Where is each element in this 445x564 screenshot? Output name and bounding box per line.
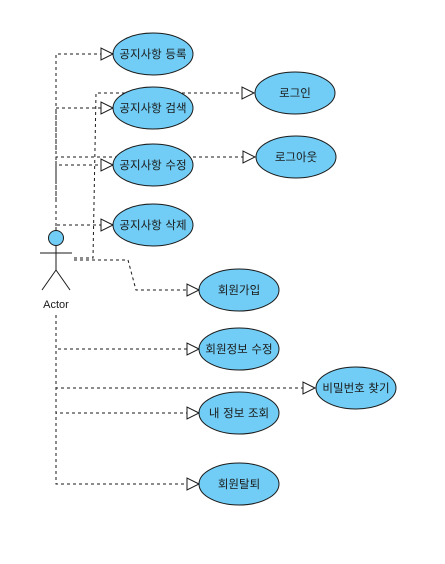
use-case-my-info[interactable]: 내 정보 조회 bbox=[198, 391, 280, 435]
actor-head bbox=[48, 230, 64, 246]
actor[interactable]: Actor bbox=[40, 230, 72, 312]
use-case-label: 회원정보 수정 bbox=[205, 342, 272, 356]
use-case-signup[interactable]: 회원가입 bbox=[198, 268, 280, 312]
use-case-withdraw[interactable]: 회원탈퇴 bbox=[198, 462, 280, 506]
actor-body bbox=[40, 245, 72, 291]
edge-to-withdraw bbox=[55, 315, 201, 491]
use-case-notice-search[interactable]: 공지사항 검색 bbox=[112, 86, 194, 130]
edges-group bbox=[55, 47, 317, 491]
use-case-logout[interactable]: 로그아웃 bbox=[255, 135, 337, 179]
use-case-member-edit[interactable]: 회원정보 수정 bbox=[198, 327, 280, 371]
edge-to-notice-register bbox=[55, 47, 115, 238]
use-case-label: 회원탈퇴 bbox=[218, 477, 260, 491]
edge-to-login bbox=[74, 86, 256, 259]
edge-to-my-info bbox=[55, 315, 201, 420]
use-case-label: 공지사항 등록 bbox=[119, 47, 186, 61]
use-case-login[interactable]: 로그인 bbox=[254, 71, 336, 115]
use-case-label: 공지사항 삭제 bbox=[119, 218, 186, 232]
use-case-label: 로그인 bbox=[279, 86, 311, 100]
use-case-label: 공지사항 수정 bbox=[119, 158, 186, 172]
use-case-notice-edit[interactable]: 공지사항 수정 bbox=[112, 143, 194, 187]
use-case-notice-delete[interactable]: 공지사항 삭제 bbox=[112, 203, 194, 247]
use-case-label: 내 정보 조회 bbox=[209, 406, 269, 420]
use-case-find-password[interactable]: 비밀번호 찾기 bbox=[315, 366, 397, 410]
use-case-label: 로그아웃 bbox=[275, 150, 317, 164]
use-case-label: 비밀번호 찾기 bbox=[322, 381, 389, 395]
edge-to-signup bbox=[74, 259, 201, 297]
edge-to-logout bbox=[55, 150, 257, 200]
use-case-label: 회원가입 bbox=[218, 283, 260, 297]
actor-label: Actor bbox=[43, 299, 69, 311]
edge-to-notice-search bbox=[55, 101, 115, 150]
use-case-label: 공지사항 검색 bbox=[119, 101, 186, 115]
edge-to-notice-delete bbox=[55, 218, 115, 232]
edge-to-member-edit bbox=[55, 315, 201, 356]
edge-to-notice-edit bbox=[55, 158, 115, 180]
use-case-notice-register[interactable]: 공지사항 등록 bbox=[112, 32, 194, 76]
